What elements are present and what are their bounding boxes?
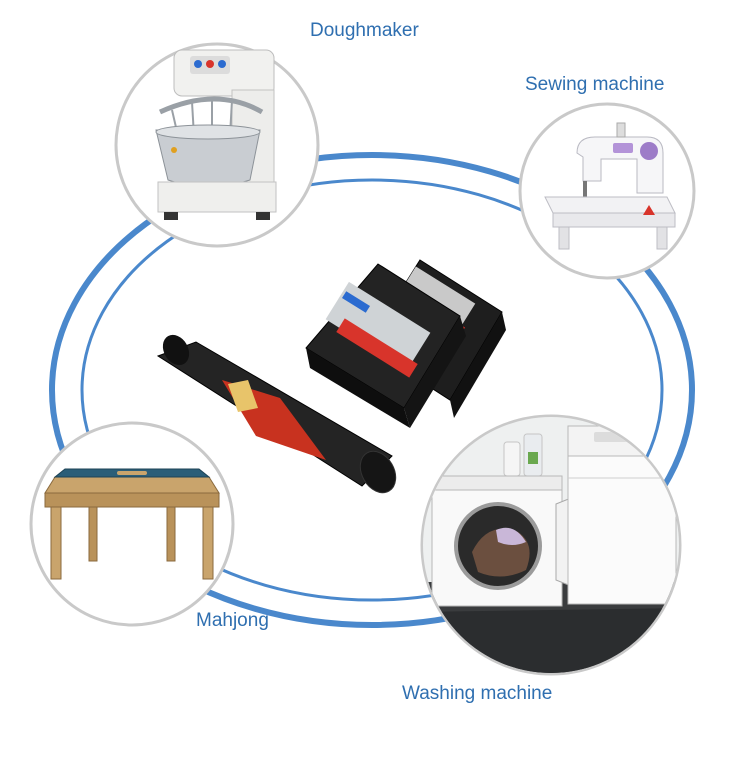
anti-vibration-roll-icon xyxy=(156,334,397,494)
washing-machine-label: Washing machine xyxy=(402,683,553,704)
mahjong-label: Mahjong xyxy=(196,610,269,631)
anti-vibration-pads-icon xyxy=(305,259,506,428)
doughmaker-circle xyxy=(114,42,320,248)
washing-machine-circle xyxy=(420,414,682,676)
mahjong-table-icon xyxy=(44,468,220,580)
outer-ring xyxy=(49,152,695,628)
inner-ring xyxy=(80,178,664,602)
sewing-machine-circle xyxy=(518,102,696,280)
sewing-machine-label: Sewing machine xyxy=(525,74,665,95)
dough-mixer-icon xyxy=(155,49,277,220)
center-product xyxy=(156,259,506,494)
sewing-machine-icon xyxy=(544,122,676,250)
mahjong-circle xyxy=(29,421,235,627)
doughmaker-label: Doughmaker xyxy=(310,20,419,41)
